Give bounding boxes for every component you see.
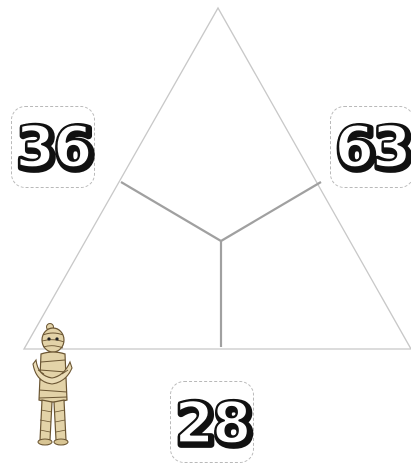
number-right: 63 bbox=[335, 115, 410, 181]
number-card-bottom: 28 28 bbox=[170, 381, 254, 463]
number-left: 36 bbox=[16, 115, 91, 181]
number-left-graphic: 36 36 bbox=[12, 107, 94, 187]
number-right-graphic: 63 63 bbox=[331, 107, 411, 187]
number-card-right: 63 63 bbox=[330, 106, 411, 188]
number-bottom-graphic: 28 28 bbox=[171, 382, 253, 462]
divider-left bbox=[121, 182, 221, 241]
number-bottom: 28 bbox=[175, 390, 250, 456]
number-card-left: 36 36 bbox=[11, 106, 95, 188]
divider-right bbox=[221, 182, 321, 241]
mummy-icon bbox=[28, 320, 78, 450]
